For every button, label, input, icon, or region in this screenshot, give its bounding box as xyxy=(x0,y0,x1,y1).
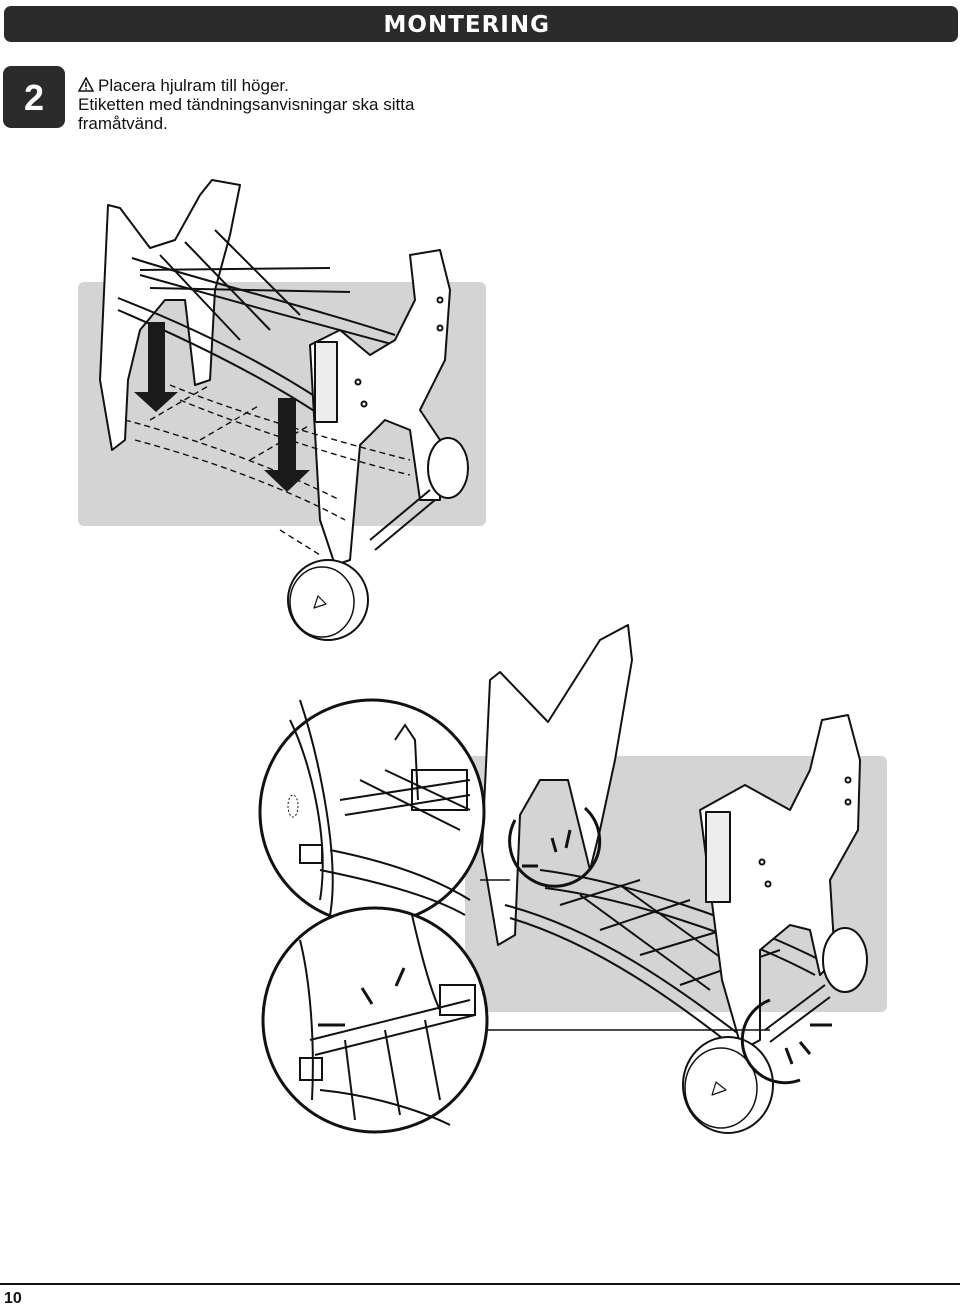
instruction-text: Placera hjulram till höger. Etiketten me… xyxy=(78,76,558,133)
instruction-line-2: Etiketten med tändningsanvisningar ska s… xyxy=(78,95,415,114)
warning-triangle-icon xyxy=(78,77,94,92)
page-number: 10 xyxy=(4,1290,22,1307)
instruction-line-1-text: Placera hjulram till höger. xyxy=(98,76,289,95)
detail-magnifier-1 xyxy=(258,698,486,926)
section-header-bar xyxy=(4,6,958,42)
detail-magnifier-2 xyxy=(261,906,489,1134)
top-assembly-figure xyxy=(99,179,469,641)
instruction-line-3: framåtvänd. xyxy=(78,114,168,133)
section-title: MONTERING xyxy=(383,12,550,38)
footer-rule xyxy=(0,1283,960,1285)
bottom-assembly-figure xyxy=(481,624,868,1134)
step-number-badge: 2 xyxy=(3,66,65,128)
detail-callouts xyxy=(470,806,832,1085)
down-arrows xyxy=(134,322,310,492)
instruction-line-1: Placera hjulram till höger. xyxy=(78,76,558,95)
